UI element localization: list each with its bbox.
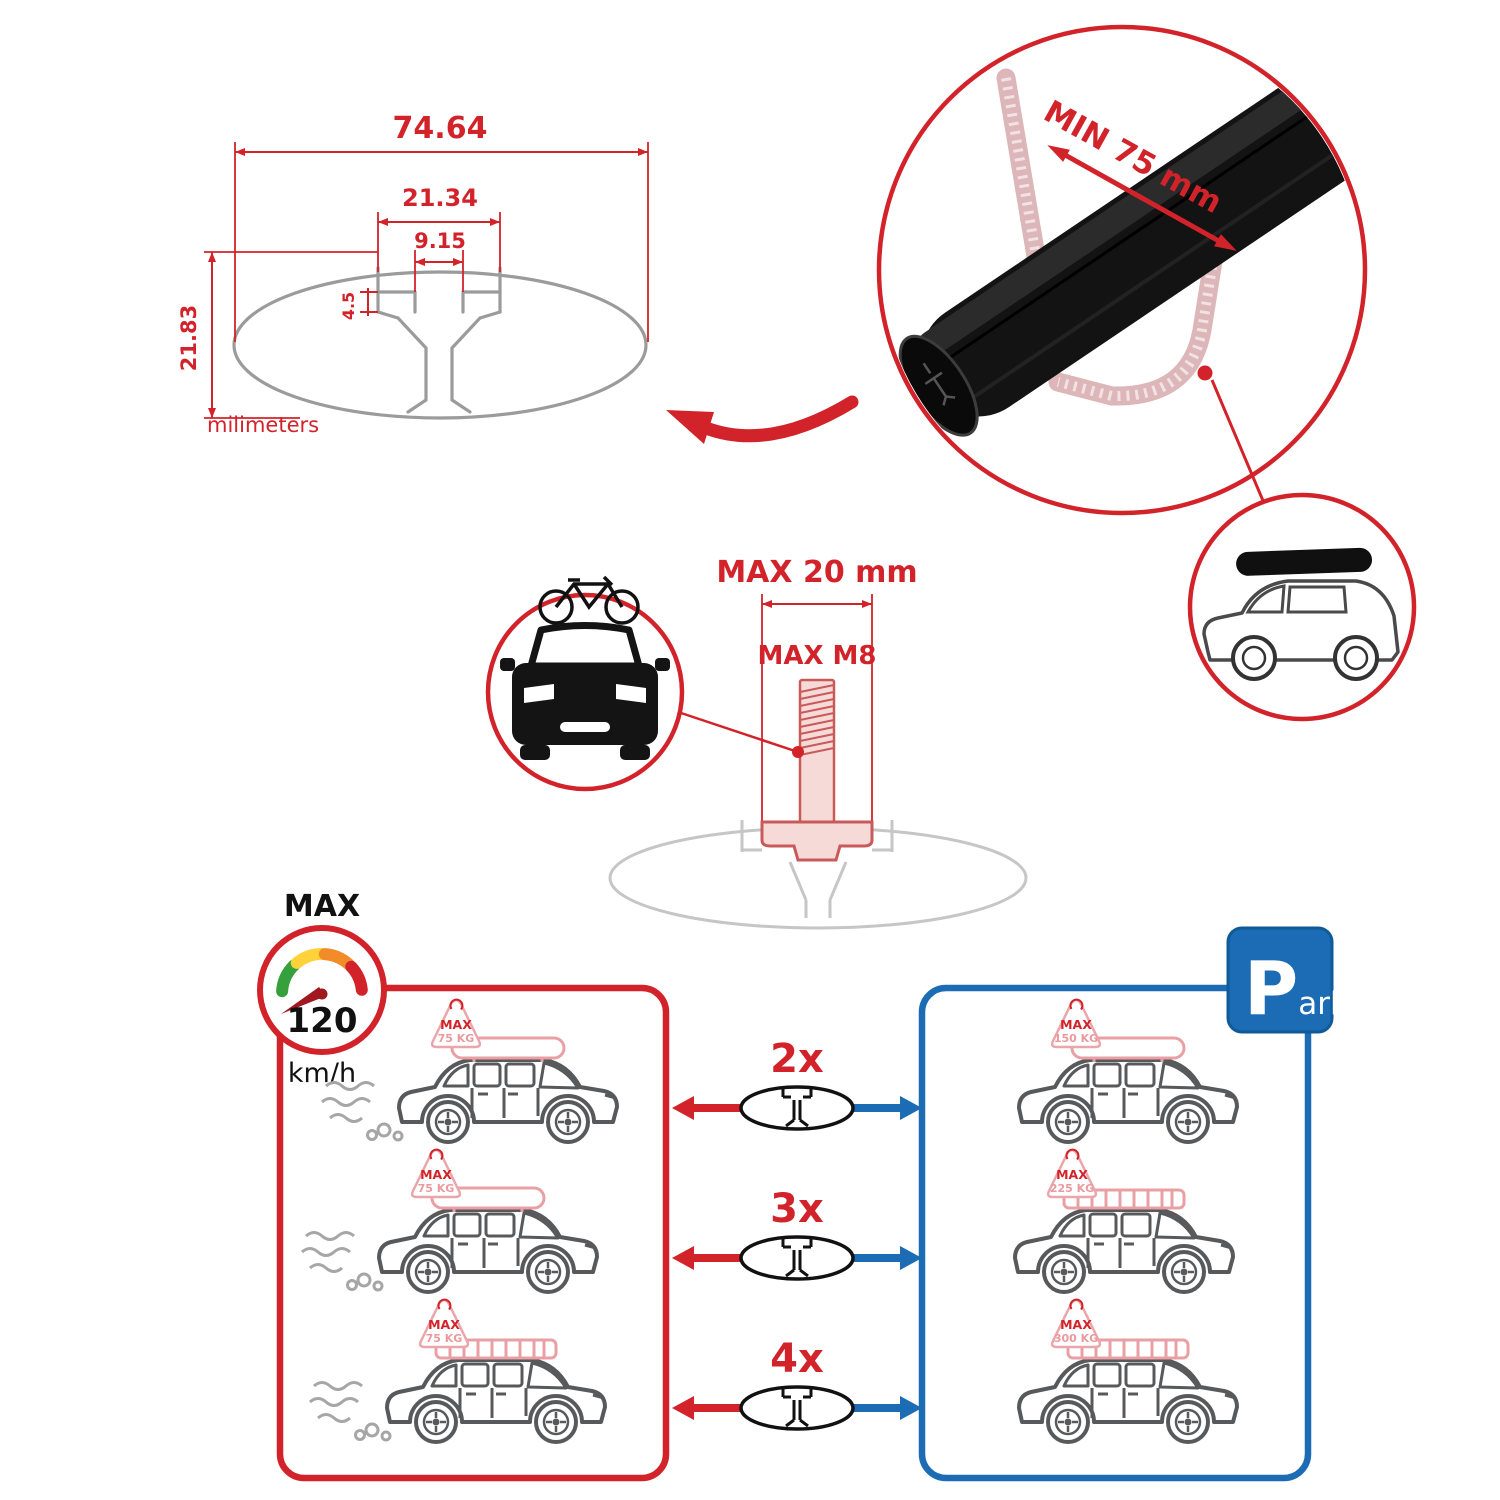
load-tag: MAX 300 KG <box>1050 1298 1102 1349</box>
bolt-point-dot <box>792 746 804 758</box>
bar-count-row-3: 4x <box>672 1336 922 1431</box>
park-rest: ark <box>1298 986 1348 1022</box>
bolt-detail: MAX 20 mm MAX M8 <box>608 555 1028 930</box>
bar-count-label: 2x <box>770 1036 824 1082</box>
bar-count-label: 4x <box>770 1336 824 1382</box>
crossbar-section-icon <box>739 1385 855 1431</box>
mirror-left-icon <box>500 658 515 671</box>
wheel-right-icon <box>620 745 650 760</box>
driving-car-3: MAX 75 KG <box>309 1298 605 1442</box>
tag-max-label: MAX <box>1060 1017 1092 1032</box>
motion-lines-icon <box>309 1381 392 1442</box>
profile-ellipse <box>232 270 648 420</box>
left-arrow-icon <box>672 1096 694 1120</box>
load-tag: MAX 75 KG <box>430 998 482 1049</box>
bar-count-row-1: 2x <box>672 1036 922 1131</box>
bolt-head-icon <box>760 820 874 862</box>
speed-unit-label: km/h <box>288 1058 356 1089</box>
max-thread-label: MAX M8 <box>757 641 876 671</box>
suv-side-icon <box>1202 547 1400 681</box>
left-arrow-icon <box>672 1396 694 1420</box>
load-tag: MAX 225 KG <box>1046 1148 1098 1199</box>
bolt-illustration <box>760 678 874 862</box>
profile-t-slot <box>376 266 502 414</box>
dim-lip-depth-label: 4.5 <box>339 292 358 320</box>
bolt-thread-icon <box>799 684 835 756</box>
mirror-right-icon <box>655 658 670 671</box>
dim-slot-inner-label: 9.15 <box>414 229 466 253</box>
dim-total-width-label: 74.64 <box>393 111 488 146</box>
load-tag: MAX 75 KG <box>418 1298 470 1349</box>
roof-basket-icon <box>1066 1338 1190 1360</box>
tag-max-label: MAX <box>428 1317 460 1332</box>
driving-car-2: MAX 75 KG <box>301 1148 597 1292</box>
headlight-right-icon <box>616 684 646 703</box>
speed-max-label: MAX <box>284 889 360 924</box>
motion-lines-icon <box>301 1231 384 1292</box>
speed-value: 120 <box>287 1001 358 1041</box>
dim-profile-height-label: 21.83 <box>177 305 201 371</box>
max-head-width-label: MAX 20 mm <box>716 555 917 590</box>
tag-max-label: MAX <box>420 1167 452 1182</box>
right-arrow-icon <box>900 1096 922 1120</box>
parked-car-3: MAX 300 KG <box>1019 1298 1237 1442</box>
suv-roofbox-circle <box>1187 492 1417 722</box>
motion-lines-icon <box>321 1081 404 1142</box>
profile-dimension-diagram: 74.64 21.34 9.15 4.5 21.83 milimeters <box>177 111 649 437</box>
clamp-ghost-left-icon <box>996 68 1048 278</box>
gauge-needle <box>281 987 326 1014</box>
load-tag: MAX 150 KG <box>1050 998 1102 1049</box>
park-sign: Park <box>1226 926 1348 1034</box>
tag-load-label: 150 KG <box>1054 1032 1098 1045</box>
speed-limit-badge: MAX 120 km/h <box>257 889 387 1089</box>
wheel-left-icon <box>520 745 550 760</box>
park-letter: P <box>1244 946 1298 1032</box>
tag-load-label: 75 KG <box>438 1032 475 1045</box>
unit-label: milimeters <box>207 413 319 437</box>
clamp-point-dot <box>1197 365 1213 381</box>
leader-to-suv-circle <box>1210 379 1274 523</box>
tag-load-label: 225 KG <box>1050 1182 1094 1195</box>
crossbar-section-icon <box>739 1085 855 1131</box>
car-front-icon <box>500 622 670 760</box>
crossbar-detail-circle: MIN 75 mm <box>666 24 1368 523</box>
tag-load-label: 75 KG <box>418 1182 455 1195</box>
min-span-arrow <box>1047 145 1237 251</box>
load-tag: MAX 75 KG <box>410 1148 462 1199</box>
right-arrow-icon <box>900 1246 922 1270</box>
tag-load-label: 300 KG <box>1054 1332 1098 1345</box>
svg-text:Park: Park <box>1244 946 1348 1032</box>
leader-to-bolt <box>671 708 799 754</box>
bike-icon <box>538 575 640 625</box>
tag-max-label: MAX <box>440 1017 472 1032</box>
headlight-left-icon <box>524 684 554 703</box>
arrow-to-profile-icon <box>666 395 859 444</box>
dim-slot-outer-label: 21.34 <box>402 184 478 212</box>
parked-car-2: MAX 225 KG <box>1015 1148 1233 1292</box>
tag-load-label: 75 KG <box>426 1332 463 1345</box>
roof-box-icon <box>1236 547 1373 576</box>
tag-max-label: MAX <box>1060 1317 1092 1332</box>
right-arrow-icon <box>900 1396 922 1420</box>
bumper-slit-icon <box>560 722 610 732</box>
crossbar-section-icon <box>739 1235 855 1281</box>
driving-car-1: MAX 75 KG <box>321 998 617 1142</box>
bolt-dimension-lines <box>761 594 873 838</box>
car-bike-circle <box>485 575 685 792</box>
dimension-lines <box>204 142 649 419</box>
zoom-circle-outline <box>876 24 1368 516</box>
gauge-icon <box>276 948 368 1014</box>
tag-max-label: MAX <box>1056 1167 1088 1182</box>
bar-count-row-2: 3x <box>672 1186 922 1281</box>
clamp-ghost-right-icon <box>1048 132 1242 406</box>
left-arrow-icon <box>672 1246 694 1270</box>
parked-car-1: MAX 150 KG <box>1019 998 1237 1142</box>
bar-count-label: 3x <box>770 1186 824 1232</box>
